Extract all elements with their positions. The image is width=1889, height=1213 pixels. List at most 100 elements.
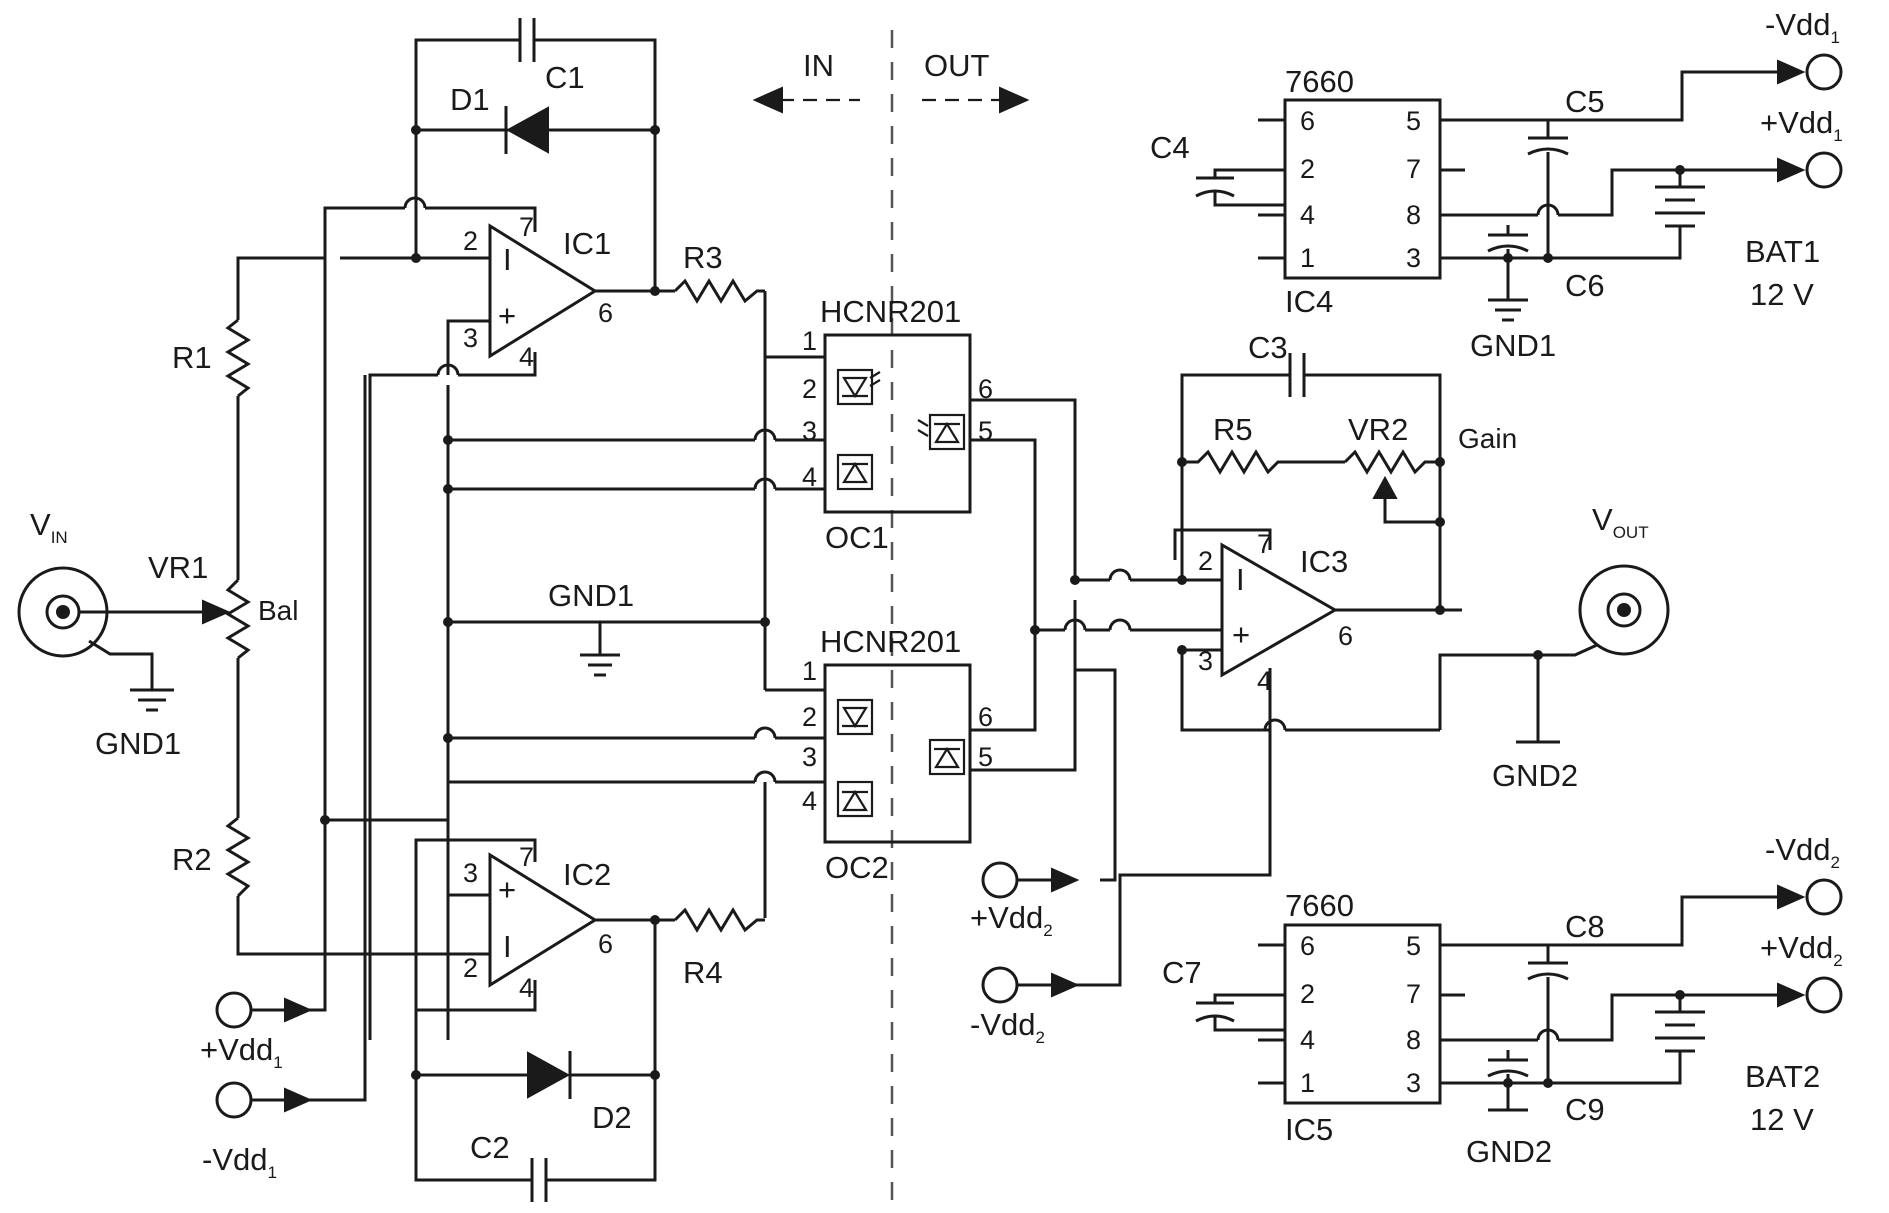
vout-label: VOUT bbox=[1592, 502, 1649, 542]
minus-vdd1-out-label: -Vdd1 bbox=[1765, 7, 1840, 47]
minus-vdd2-label: -Vdd2 bbox=[970, 1007, 1045, 1047]
svg-text:I: I bbox=[503, 929, 512, 964]
ic2-feedback: D2 C2 bbox=[411, 920, 660, 1202]
vr1-label: VR1 bbox=[148, 550, 208, 585]
vr2-label: VR2 bbox=[1348, 412, 1408, 447]
svg-text:2: 2 bbox=[802, 702, 817, 732]
ic1-label: IC1 bbox=[563, 226, 611, 261]
minus-vdd1-terminal[interactable] bbox=[215, 1081, 253, 1119]
svg-text:3: 3 bbox=[1198, 646, 1213, 676]
svg-text:3: 3 bbox=[1406, 243, 1421, 273]
input-section: VIN GND1 VR1 Bal R1 R2 bbox=[17, 256, 325, 956]
svg-text:3: 3 bbox=[463, 323, 478, 353]
svg-text:8: 8 bbox=[1406, 200, 1421, 230]
svg-text:4: 4 bbox=[1300, 1025, 1315, 1055]
ic5-converter: 7660 IC5 6 2 4 1 5 7 8 3 C7 C8 bbox=[1162, 888, 1820, 1169]
oc1-optocoupler: HCNR201 OC1 1 2 3 4 6 5 bbox=[802, 294, 993, 555]
d1-label: D1 bbox=[450, 82, 490, 117]
bal-label: Bal bbox=[258, 595, 298, 626]
gnd2-output-label: GND2 bbox=[1492, 758, 1578, 793]
svg-text:5: 5 bbox=[978, 742, 993, 772]
svg-text:2: 2 bbox=[1300, 154, 1315, 184]
svg-text:3: 3 bbox=[1406, 1068, 1421, 1098]
vdd2-outputs: -Vdd2 +Vdd2 bbox=[1712, 832, 1843, 1014]
svg-text:5: 5 bbox=[1406, 106, 1421, 136]
ic4-label: IC4 bbox=[1285, 284, 1333, 319]
svg-text:+: + bbox=[498, 872, 516, 907]
plus-vdd1-label: +Vdd1 bbox=[200, 1032, 283, 1072]
ic5-label: IC5 bbox=[1285, 1112, 1333, 1147]
svg-text:2: 2 bbox=[1198, 546, 1213, 576]
svg-text:7: 7 bbox=[1406, 979, 1421, 1009]
ic4-converter: 7660 IC4 6 2 4 1 5 7 8 3 C4 C5 bbox=[1150, 64, 1820, 363]
ic5-part: 7660 bbox=[1285, 888, 1354, 923]
svg-text:1: 1 bbox=[802, 326, 817, 356]
oc2-label: OC2 bbox=[825, 850, 889, 885]
svg-text:4: 4 bbox=[1300, 200, 1315, 230]
r2-resistor bbox=[225, 816, 251, 898]
svg-text:4: 4 bbox=[802, 462, 817, 492]
svg-text:7: 7 bbox=[1406, 154, 1421, 184]
svg-text:6: 6 bbox=[978, 702, 993, 732]
minus-vdd2-out-terminal[interactable] bbox=[1805, 878, 1843, 916]
svg-text:3: 3 bbox=[802, 416, 817, 446]
d2-diode bbox=[527, 1051, 571, 1099]
vdd2-terminals: +Vdd2 -Vdd2 bbox=[970, 861, 1080, 1047]
svg-text:6: 6 bbox=[1300, 931, 1315, 961]
svg-text:1: 1 bbox=[1300, 243, 1315, 273]
svg-text:5: 5 bbox=[1406, 931, 1421, 961]
r3-label: R3 bbox=[683, 240, 723, 275]
svg-text:7: 7 bbox=[519, 212, 534, 242]
c1-label: C1 bbox=[545, 60, 585, 95]
svg-text:4: 4 bbox=[519, 973, 534, 1003]
vr1-wiper-arrow bbox=[202, 599, 231, 625]
svg-text:6: 6 bbox=[1338, 621, 1353, 651]
svg-text:6: 6 bbox=[978, 374, 993, 404]
oc1-label: OC1 bbox=[825, 520, 889, 555]
svg-text:3: 3 bbox=[802, 742, 817, 772]
ic2-opamp: + I IC2 3 2 7 4 6 bbox=[315, 820, 675, 1120]
r4-label: R4 bbox=[683, 955, 723, 990]
c5-label: C5 bbox=[1565, 84, 1605, 119]
output-section: VOUT GND2 bbox=[1060, 502, 1670, 987]
plus-vdd1-out-label: +Vdd1 bbox=[1760, 105, 1843, 145]
isolation-barrier: IN OUT bbox=[752, 30, 1030, 1205]
gain-label: Gain bbox=[1458, 423, 1517, 454]
r2-label: R2 bbox=[172, 842, 212, 877]
gnd2-ic5-label: GND2 bbox=[1466, 1134, 1552, 1169]
ic4-part: 7660 bbox=[1285, 64, 1354, 99]
minus-vdd2-terminal[interactable] bbox=[981, 966, 1019, 1004]
svg-text:6: 6 bbox=[598, 929, 613, 959]
oc1-part: HCNR201 bbox=[820, 294, 961, 329]
minus-vdd1-out-terminal[interactable] bbox=[1805, 53, 1843, 91]
plus-vdd2-out-terminal[interactable] bbox=[1805, 976, 1843, 1014]
c4-label: C4 bbox=[1150, 130, 1190, 165]
svg-text:I: I bbox=[1236, 562, 1245, 597]
gnd1-input-label: GND1 bbox=[95, 726, 181, 761]
svg-text:4: 4 bbox=[1257, 666, 1272, 696]
ic3-label: IC3 bbox=[1300, 544, 1348, 579]
plus-vdd2-out-label: +Vdd2 bbox=[1760, 930, 1843, 970]
c9-label: C9 bbox=[1565, 1092, 1605, 1127]
svg-text:6: 6 bbox=[598, 298, 613, 328]
plus-vdd1-terminal[interactable] bbox=[215, 991, 253, 1029]
ic2-label: IC2 bbox=[563, 857, 611, 892]
plus-vdd1-out-terminal[interactable] bbox=[1805, 151, 1843, 189]
plus-vdd2-terminal[interactable] bbox=[981, 861, 1019, 899]
r1-label: R1 bbox=[172, 340, 212, 375]
svg-text:1: 1 bbox=[802, 656, 817, 686]
svg-text:8: 8 bbox=[1406, 1025, 1421, 1055]
svg-text:4: 4 bbox=[519, 342, 534, 372]
svg-text:6: 6 bbox=[1300, 106, 1315, 136]
ic1-feedback: C1 D1 bbox=[411, 18, 660, 291]
svg-text:4: 4 bbox=[802, 786, 817, 816]
output-side-wiring bbox=[970, 398, 1222, 772]
svg-text:2: 2 bbox=[463, 226, 478, 256]
bat2-label: BAT2 bbox=[1745, 1059, 1820, 1094]
gnd1-ic4-label: GND1 bbox=[1470, 328, 1556, 363]
svg-text:7: 7 bbox=[519, 842, 534, 872]
r4-resistor: R4 bbox=[673, 907, 765, 990]
c6-label: C6 bbox=[1565, 268, 1605, 303]
d2-label: D2 bbox=[592, 1100, 632, 1135]
